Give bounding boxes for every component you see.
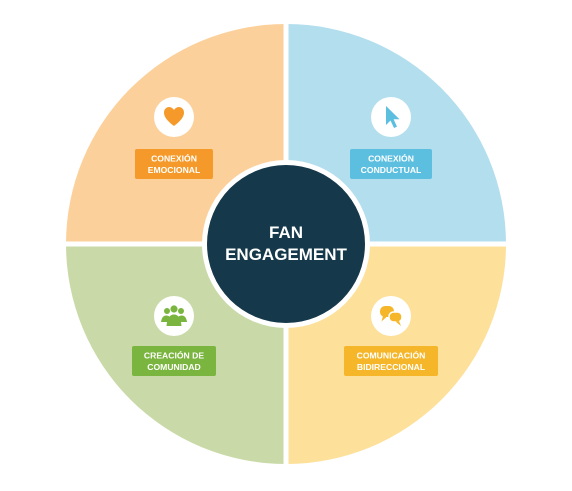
center-title-line2: ENGAGEMENT (225, 245, 347, 264)
badge-conductual: CONEXIÓN CONDUCTUAL (350, 149, 432, 179)
label-comunidad-line2: COMUNIDAD (147, 362, 200, 372)
label-bidireccional-line1: COMUNICACIÓN (357, 350, 426, 361)
people-icon (154, 296, 194, 336)
label-bidireccional-line2: BIDIRECCIONAL (357, 362, 425, 372)
badge-emocional: CONEXIÓN EMOCIONAL (135, 149, 213, 179)
label-conductual-line2: CONDUCTUAL (361, 165, 422, 175)
center-hub: FAN ENGAGEMENT (202, 160, 370, 328)
badge-bidireccional: COMUNICACIÓN BIDIRECCIONAL (344, 346, 438, 376)
chat-icon (371, 296, 411, 336)
label-emocional-line2: EMOCIONAL (148, 165, 201, 175)
heart-icon (154, 97, 194, 137)
badge-comunidad: CREACIÓN DE COMUNIDAD (132, 346, 216, 376)
label-emocional-line1: CONEXIÓN (151, 153, 197, 164)
label-comunidad-line1: CREACIÓN DE (144, 350, 204, 361)
center-title-line1: FAN (269, 223, 303, 242)
label-conductual-line1: CONEXIÓN (368, 153, 414, 164)
cursor-icon (371, 97, 411, 137)
